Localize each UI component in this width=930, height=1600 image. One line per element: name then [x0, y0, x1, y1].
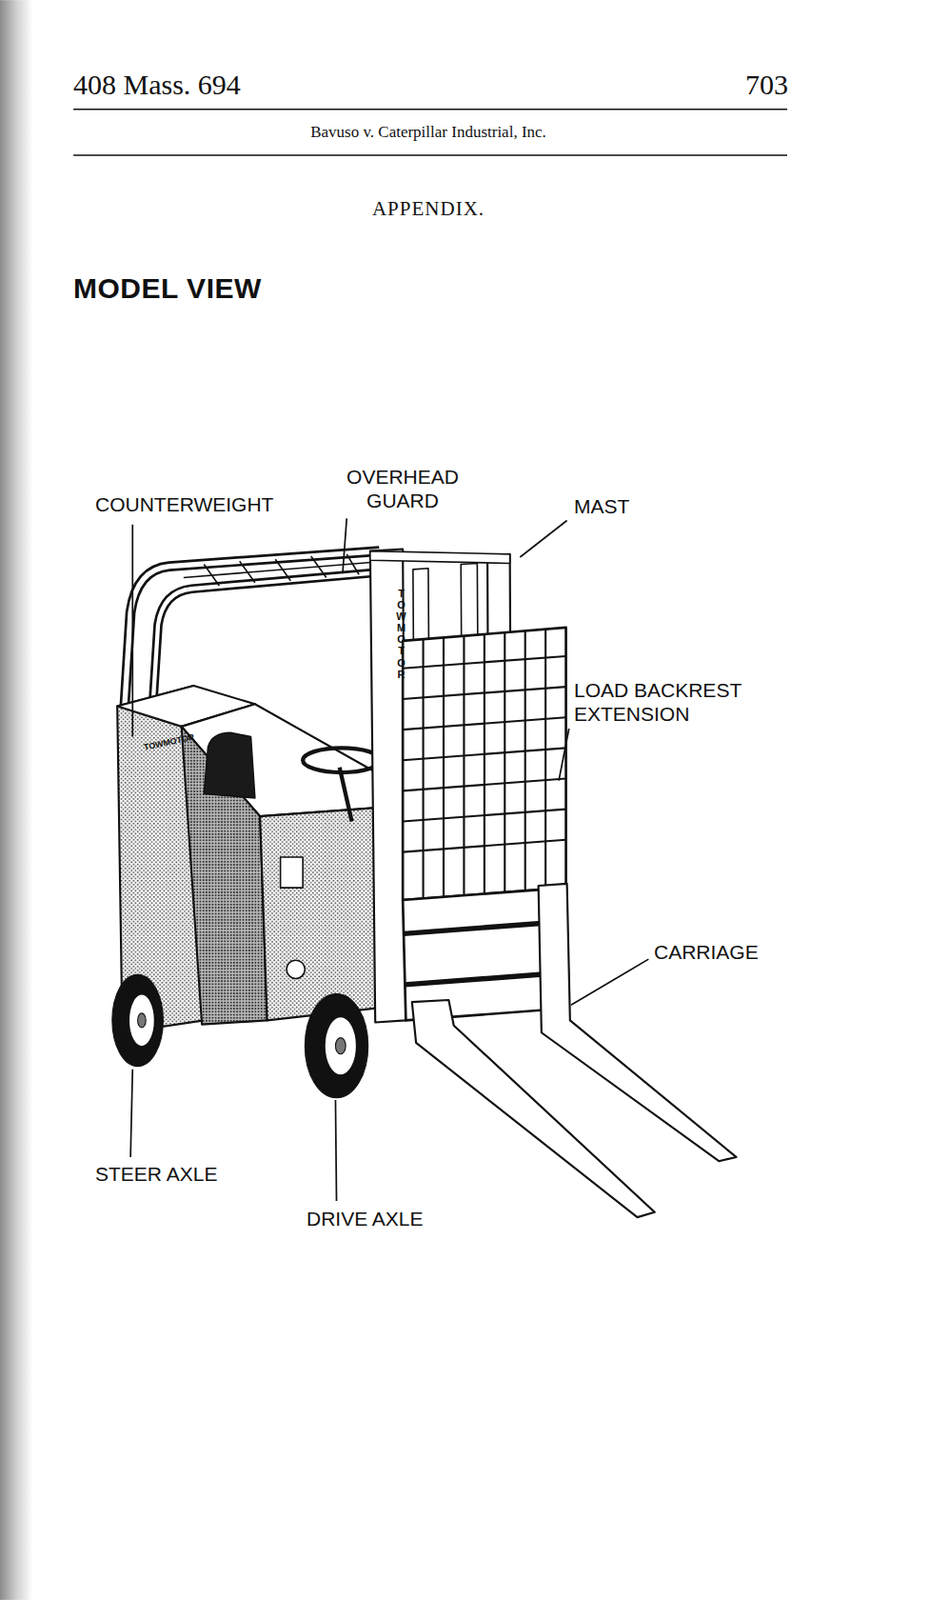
- part-label: LOAD BACKREST EXTENSION: [573, 677, 779, 726]
- page-number: 703: [666, 68, 789, 101]
- running-head: Bavuso v. Caterpillar Industrial, Inc.: [190, 122, 667, 142]
- diagram-title: MODEL VIEW: [73, 272, 262, 305]
- appendix-heading: APPENDIX.: [237, 197, 619, 221]
- part-label: COUNTERWEIGHT: [95, 493, 274, 516]
- header-rule: [73, 108, 788, 111]
- part-label: DRIVE AXLE: [306, 1207, 424, 1230]
- leader-lines: [130, 517, 649, 1201]
- part-label: STEER AXLE: [95, 1162, 218, 1186]
- forklift-drawing: [112, 548, 737, 1217]
- header-rule: [73, 154, 788, 157]
- page-reference: 408 Mass. 694: [73, 68, 241, 101]
- brand-mark: TOWMOTOR: [395, 587, 407, 680]
- part-label: OVERHEAD GUARD: [340, 464, 465, 513]
- scan-shadow: [0, 0, 33, 1600]
- part-label: CARRIAGE: [653, 940, 759, 964]
- part-label: MAST: [573, 494, 630, 518]
